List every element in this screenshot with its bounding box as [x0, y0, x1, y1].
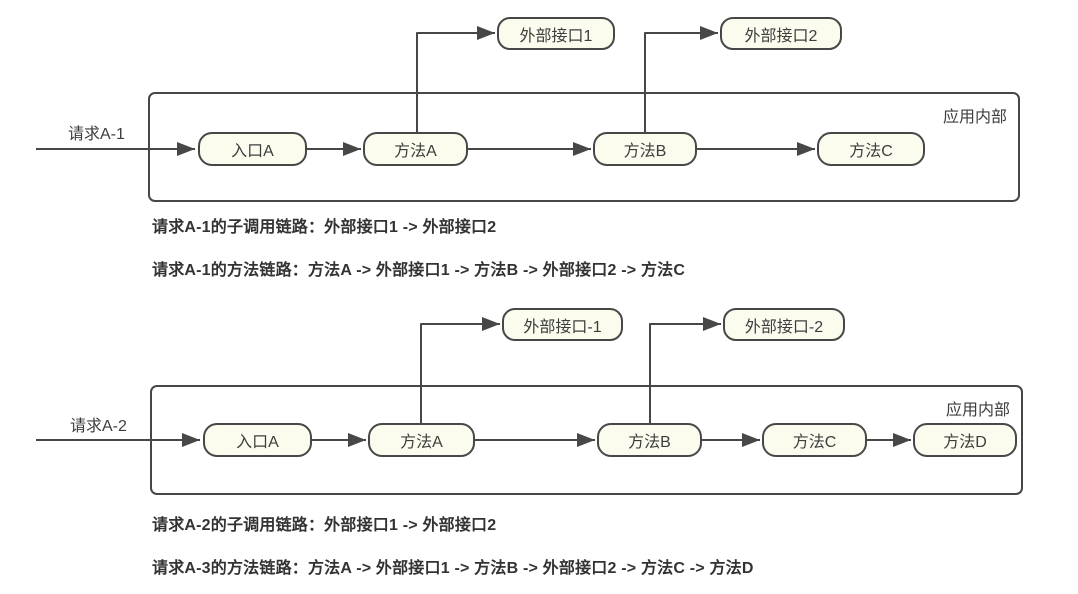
node-external-api-1-2: 外部接口-1 [502, 308, 623, 341]
request-label-a2: 请求A-2 [70, 418, 127, 435]
caption-a2-sub-call-chain: 请求A-2的子调用链路：外部接口1 -> 外部接口2 [152, 517, 497, 534]
node-external-api-2-2: 外部接口-2 [723, 308, 845, 341]
caption-a1-method-chain: 请求A-1的方法链路：方法A -> 外部接口1 -> 方法B -> 外部接口2 … [152, 262, 686, 279]
container-label: 应用内部 [942, 109, 1007, 126]
node-method-a-2: 方法A [368, 423, 475, 457]
container-label-2: 应用内部 [945, 402, 1010, 419]
node-method-b-2: 方法B [597, 423, 702, 457]
node-entry-a-2: 入口A [203, 423, 312, 457]
node-method-b: 方法B [593, 132, 697, 166]
node-method-a: 方法A [363, 132, 468, 166]
app-internal-container-2: 应用内部 [150, 385, 1023, 495]
app-internal-container: 应用内部 [148, 92, 1020, 202]
node-method-d-2: 方法D [913, 423, 1017, 457]
caption-a1-sub-call-chain: 请求A-1的子调用链路：外部接口1 -> 外部接口2 [152, 219, 497, 236]
node-external-api-2: 外部接口2 [720, 17, 842, 50]
node-entry-a: 入口A [198, 132, 307, 166]
node-method-c: 方法C [817, 132, 925, 166]
caption-a2-method-chain: 请求A-3的方法链路：方法A -> 外部接口1 -> 方法B -> 外部接口2 … [152, 560, 754, 577]
node-external-api-1: 外部接口1 [497, 17, 615, 50]
node-method-c-2: 方法C [762, 423, 867, 457]
request-label-a1: 请求A-1 [68, 126, 125, 143]
